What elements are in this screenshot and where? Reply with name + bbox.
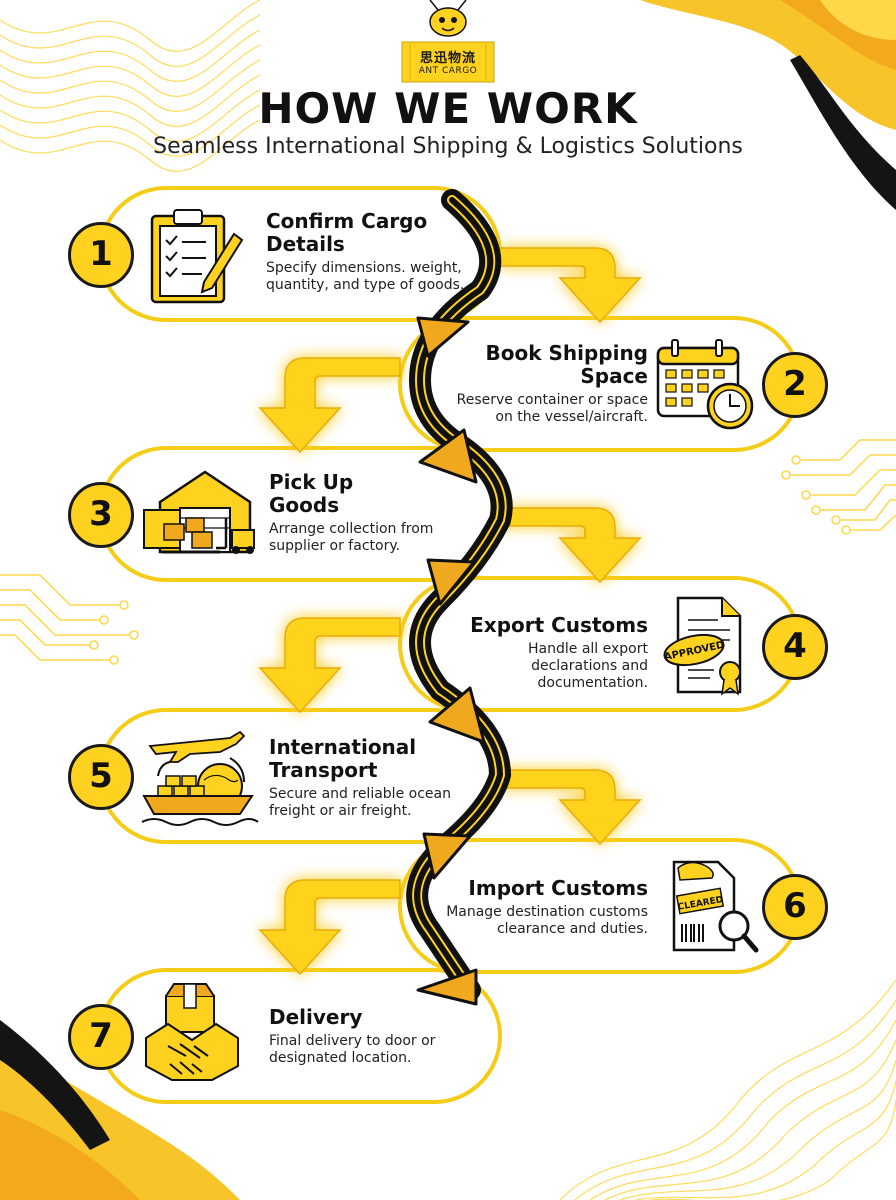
step-6-title: Import Customs: [468, 876, 648, 900]
step-number-3: 3: [68, 482, 134, 548]
flow-arrow-6: [258, 879, 401, 976]
flow-arrow-3: [499, 507, 642, 584]
brand-name-en: ANT CARGO: [418, 66, 478, 76]
step-7-title: Delivery: [269, 1005, 363, 1029]
step-number-1: 1: [68, 222, 134, 288]
approved-document-icon: APPROVED: [663, 596, 742, 696]
handshake-box-icon: [145, 983, 239, 1081]
clipboard-checklist-icon: [150, 209, 244, 304]
step-number-4: 4: [762, 614, 828, 680]
zigzag-arrowhead-3: [426, 558, 476, 606]
step-number-6: 6: [762, 874, 828, 940]
warehouse-forklift-icon: [143, 470, 255, 554]
brand-logo: 思迅物流 ANT CARGO: [398, 0, 498, 86]
ant-mascot-icon: [429, 0, 467, 37]
flow-arrow-4: [258, 617, 401, 714]
step-number-2: 2: [762, 352, 828, 418]
step-4-title: Export Customs: [470, 613, 648, 637]
zigzag-arrowhead-2: [418, 428, 478, 484]
flow-arrow-2: [258, 357, 401, 454]
zigzag-arrowhead-6: [416, 968, 478, 1006]
flow-arrow-5: [499, 769, 642, 846]
zigzag-arrowhead-1: [416, 316, 470, 358]
cleared-document-icon: CLEARED: [672, 860, 759, 953]
page-title: HOW WE WORK: [258, 84, 638, 133]
calendar-clock-icon: [656, 339, 754, 430]
zigzag-arrowhead-4: [428, 686, 486, 744]
zigzag-arrowhead-5: [422, 832, 472, 880]
logo-container-box: [401, 41, 495, 83]
step-6-text: Import Customs Manage destination custom…: [420, 877, 648, 938]
step-1-description: Specify dimensions. weight,quantity, and…: [266, 260, 465, 293]
page-subtitle: Seamless International Shipping & Logist…: [153, 134, 743, 159]
flow-arrow-1: [499, 247, 642, 324]
step-number-5: 5: [68, 744, 134, 810]
plane-ship-globe-icon: [141, 730, 259, 826]
step-number-7: 7: [68, 1004, 134, 1070]
brand-name-cn: 思迅物流: [419, 51, 476, 66]
